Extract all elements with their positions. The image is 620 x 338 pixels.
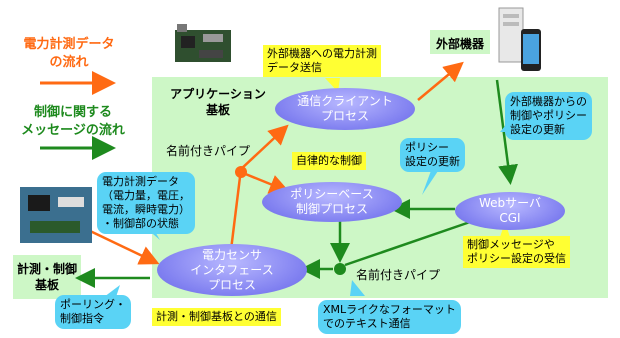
named-pipe-label-1: 名前付きパイプ [166, 144, 251, 158]
circuit-board-icon [173, 20, 235, 68]
callout-policy-update: ポリシー 設定の更新 [400, 138, 465, 172]
measurement-board-icon [18, 185, 94, 245]
pipe-junction-green [334, 263, 346, 275]
named-pipe-label-2: 名前付きパイプ [356, 268, 441, 282]
callout-control-receive: 制御メッセージや ポリシー設定の受信 [463, 236, 570, 268]
legend-control-flow: 制御に関する メッセージの流れ [21, 105, 125, 138]
measurement-board-area [13, 255, 81, 299]
legend-power-flow: 電力計測データ の流れ [23, 37, 115, 70]
callout-external-receive: 外部機器からの 制御やポリシー 設定の更新 [505, 92, 592, 140]
callout-polling: ポーリング・ 制御指令 [55, 295, 131, 329]
callout-xml: XMLライクなフォーマット でのテキスト通信 [318, 300, 461, 334]
external-device-area [430, 30, 490, 54]
pipe-junction-orange [235, 166, 247, 178]
sensor-interface-process: 電力センサ インタフェース プロセス [157, 244, 307, 296]
smartphone-icon [520, 28, 542, 72]
measurement-board-label: 計測・制御 基板 [16, 262, 77, 292]
callout-send: 外部機器への電力計測 データ送信 [263, 45, 381, 77]
callout-measure-data: 電力計測データ （電力量，電圧， 電流，瞬時電力） ・制御部の状態 [97, 172, 195, 234]
web-server-cgi: Webサーバ CGI [455, 192, 565, 230]
server-icon [497, 6, 527, 66]
policy-control-process: ポリシーベース 制御プロセス [262, 182, 402, 222]
comm-client-process: 通信クライアント プロセス [275, 88, 415, 130]
callout-board-comm: 計測・制御基板との通信 [152, 308, 281, 326]
callout-autonomous: 自律的な制御 [292, 152, 366, 170]
application-board-title: アプリケーション 基板 [170, 87, 266, 117]
external-device-label: 外部機器 [436, 37, 485, 51]
